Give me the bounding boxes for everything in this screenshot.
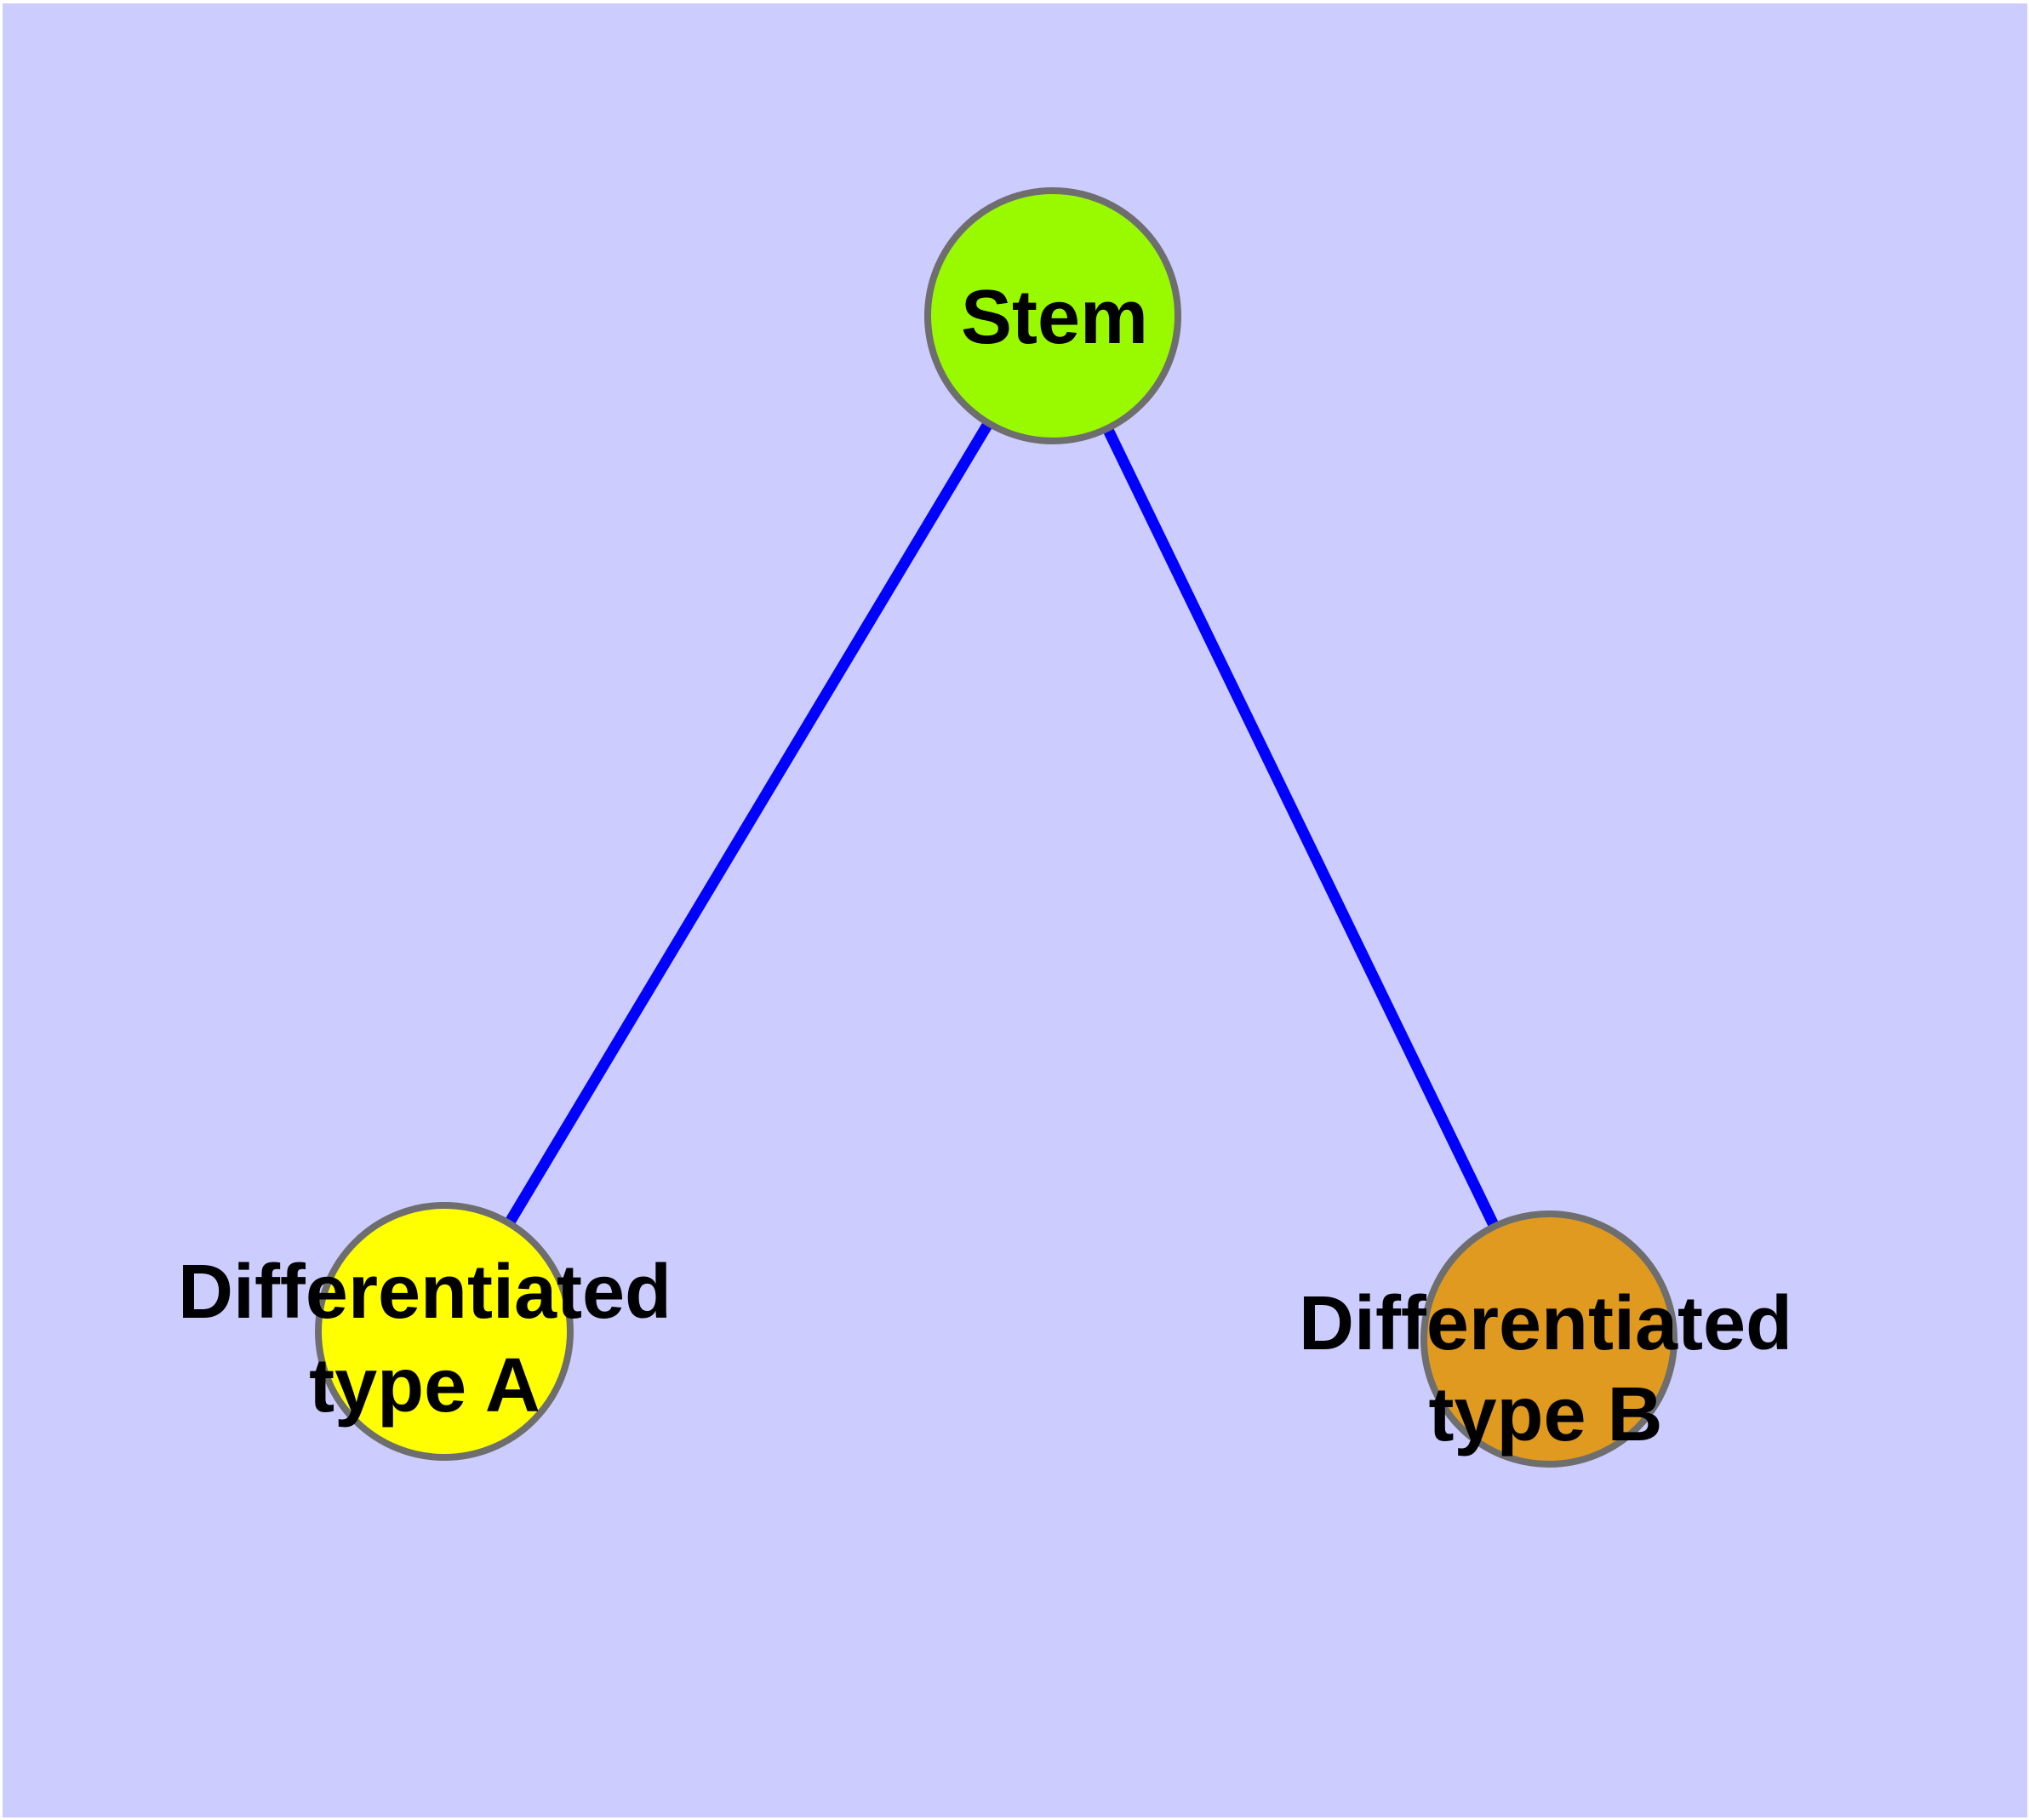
node-stem-label: Stem [961, 275, 1148, 360]
edge-stem-to-type-b [1048, 313, 1554, 1342]
node-differentiated-type-b-label-line2: type B [1428, 1372, 1662, 1457]
edge-stem-to-type-a [439, 312, 1058, 1335]
node-differentiated-type-a: Differentiated type A [178, 1202, 672, 1461]
node-stem-circle [924, 187, 1181, 444]
node-stem: Stem [924, 187, 1181, 444]
node-differentiated-type-a-circle [315, 1202, 574, 1461]
node-differentiated-type-b-circle [1420, 1210, 1677, 1468]
node-differentiated-type-a-label-line2: type A [309, 1343, 540, 1428]
node-differentiated-type-a-label-line1: Differentiated [178, 1250, 672, 1335]
node-differentiated-type-b-label-line1: Differentiated [1299, 1281, 1792, 1366]
node-differentiated-type-b: Differentiated type B [1299, 1210, 1792, 1468]
